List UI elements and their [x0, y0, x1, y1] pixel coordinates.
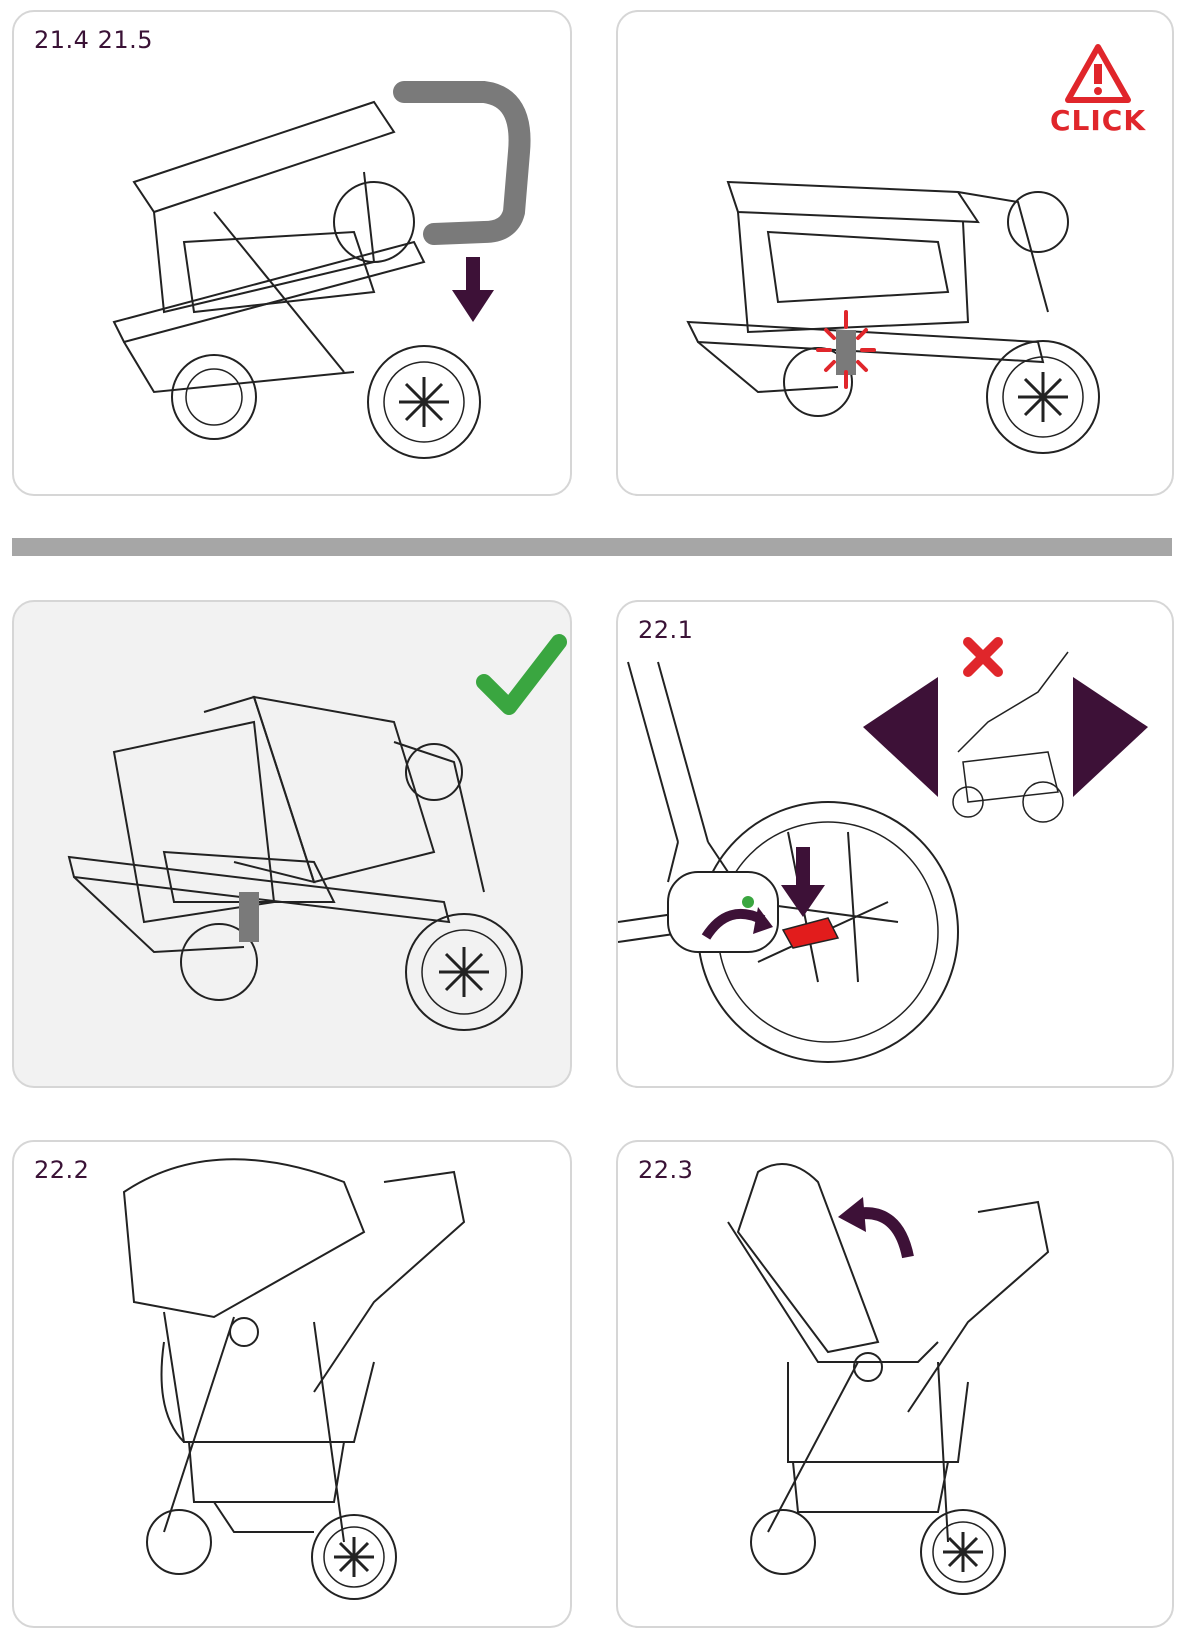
step-number: 21.4 21.5 [34, 26, 154, 54]
panel-step-21-4: 21.4 21.5 [12, 10, 572, 496]
panel-step-22-1: 22.1 [616, 600, 1174, 1088]
locked-stroller-illustration [686, 44, 1131, 454]
step-number: 22.3 [638, 1156, 694, 1184]
folded-stroller-complete-illustration [67, 634, 567, 1031]
checkmark-icon [476, 634, 567, 715]
panel-step-22-3: 22.3 [616, 1140, 1174, 1628]
down-arrow-icon [781, 847, 825, 917]
folded-stroller-illustration [112, 81, 531, 459]
step-number: 22.2 [34, 1156, 90, 1184]
click-label: CLICK [1050, 104, 1147, 137]
click-burst-icon [816, 310, 876, 389]
down-arrow-icon [452, 257, 494, 322]
unfolded-stroller-illustration [122, 1158, 466, 1600]
stroller-canopy-raise-illustration [727, 1163, 1050, 1595]
step-number: 22.1 [638, 616, 694, 644]
panel-folded-correct [12, 600, 572, 1088]
handlebar [393, 81, 531, 245]
panel-step-22-2: 22.2 [12, 1140, 572, 1628]
warning-triangle-icon [1065, 44, 1131, 103]
cross-icon [963, 637, 1003, 677]
panel-click: CLICK [616, 10, 1174, 496]
wheel-detail-illustration [618, 637, 1148, 1063]
curved-arrow-icon [838, 1197, 914, 1259]
section-divider [12, 538, 1172, 556]
